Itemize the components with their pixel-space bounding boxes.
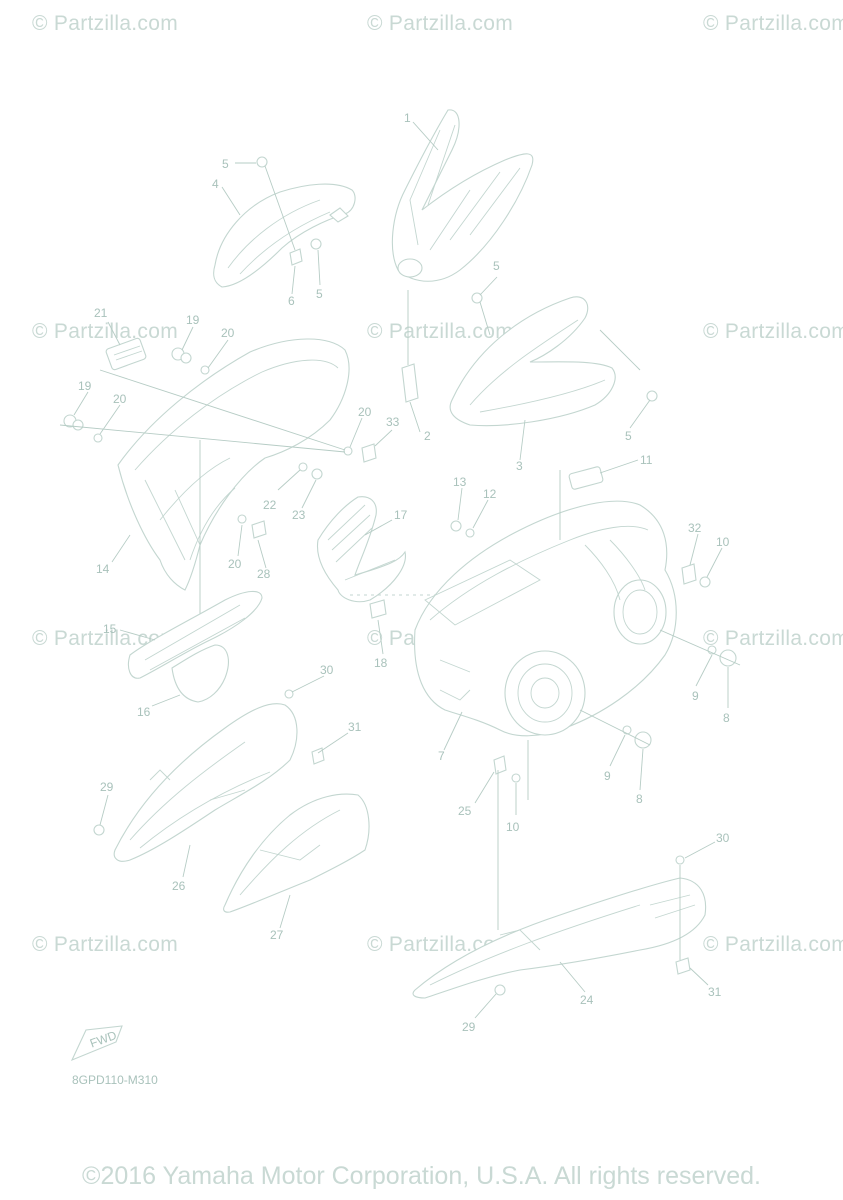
callout-5: 5 bbox=[222, 157, 229, 171]
callout-9: 9 bbox=[692, 689, 699, 703]
callout-13: 13 bbox=[453, 475, 467, 489]
watermark: © Partzilla.com bbox=[32, 12, 179, 35]
callout-15: 15 bbox=[103, 622, 117, 636]
callout-32: 32 bbox=[688, 521, 702, 535]
callout-20: 20 bbox=[221, 326, 235, 340]
watermark: © Partzilla.com bbox=[703, 320, 843, 343]
callout-11: 11 bbox=[640, 453, 653, 467]
part-clips-center bbox=[251, 443, 460, 619]
part-bracket bbox=[401, 290, 419, 403]
callout-31: 31 bbox=[708, 985, 722, 999]
callout-29: 29 bbox=[100, 780, 114, 794]
callout-30: 30 bbox=[320, 663, 334, 677]
callout-10: 10 bbox=[506, 820, 520, 834]
watermark: © Partzilla.com bbox=[367, 320, 514, 343]
callout-labels: 1 2 3 4 5 5 5 5 6 7 8 8 9 9 10 10 11 12 … bbox=[78, 111, 730, 1034]
watermark: © Partzilla.com bbox=[32, 320, 179, 343]
watermark: © Partzilla.com bbox=[703, 933, 843, 956]
part-fasteners-left bbox=[59, 337, 353, 640]
callout-17: 17 bbox=[394, 508, 408, 522]
part-front-fender bbox=[213, 183, 356, 288]
callout-22: 22 bbox=[263, 498, 277, 512]
callout-31: 31 bbox=[348, 720, 362, 734]
part-side-cover-upper bbox=[449, 296, 616, 427]
callout-6: 6 bbox=[288, 294, 295, 308]
callout-27: 27 bbox=[270, 928, 284, 942]
part-side-panels-left bbox=[127, 590, 263, 703]
callout-29: 29 bbox=[462, 1020, 476, 1034]
callout-12: 12 bbox=[483, 487, 497, 501]
watermark: © Partzilla.com bbox=[367, 12, 514, 35]
part-lower-cover-right bbox=[412, 855, 707, 999]
callout-7: 7 bbox=[438, 749, 445, 763]
callout-21: 21 bbox=[94, 306, 108, 320]
callout-20: 20 bbox=[113, 392, 127, 406]
callout-33: 33 bbox=[386, 415, 400, 429]
callout-28: 28 bbox=[257, 567, 271, 581]
callout-3: 3 bbox=[516, 459, 523, 473]
drawing-code: 8GPD110-M310 bbox=[72, 1073, 158, 1087]
callout-4: 4 bbox=[212, 177, 219, 191]
part-under-body bbox=[414, 470, 677, 800]
callout-18: 18 bbox=[374, 656, 388, 670]
part-hardware-right bbox=[450, 466, 741, 930]
watermark: © Partzilla.com bbox=[703, 627, 843, 650]
callout-24: 24 bbox=[580, 993, 594, 1007]
callout-26: 26 bbox=[172, 879, 186, 893]
callout-5: 5 bbox=[316, 287, 323, 301]
part-lower-cover-left bbox=[93, 689, 370, 913]
part-front-cowl bbox=[391, 109, 534, 282]
callout-5: 5 bbox=[625, 429, 632, 443]
callout-8: 8 bbox=[636, 792, 643, 806]
callout-5: 5 bbox=[493, 259, 500, 273]
callout-9: 9 bbox=[604, 769, 611, 783]
callout-20: 20 bbox=[228, 557, 242, 571]
part-meter-cover bbox=[117, 338, 350, 591]
watermark: © Partzilla.com bbox=[703, 12, 843, 35]
callout-30: 30 bbox=[716, 831, 730, 845]
copyright-notice: ©2016 Yamaha Motor Corporation, U.S.A. A… bbox=[82, 1162, 761, 1190]
callout-19: 19 bbox=[78, 379, 92, 393]
callout-23: 23 bbox=[292, 508, 306, 522]
part-screws-top bbox=[256, 156, 658, 402]
watermark: © Partzilla.com bbox=[32, 627, 179, 650]
callout-19: 19 bbox=[186, 313, 200, 327]
fwd-arrow-icon: FWD bbox=[70, 1025, 123, 1062]
callout-leaders bbox=[73, 121, 729, 1019]
watermark: © Partzilla.com bbox=[32, 933, 179, 956]
callout-10: 10 bbox=[716, 535, 730, 549]
callout-8: 8 bbox=[723, 711, 730, 725]
callout-1: 1 bbox=[404, 111, 411, 125]
callout-14: 14 bbox=[96, 562, 110, 576]
callout-2: 2 bbox=[424, 429, 431, 443]
callout-20: 20 bbox=[358, 405, 372, 419]
callout-16: 16 bbox=[137, 705, 151, 719]
callout-25: 25 bbox=[458, 804, 472, 818]
